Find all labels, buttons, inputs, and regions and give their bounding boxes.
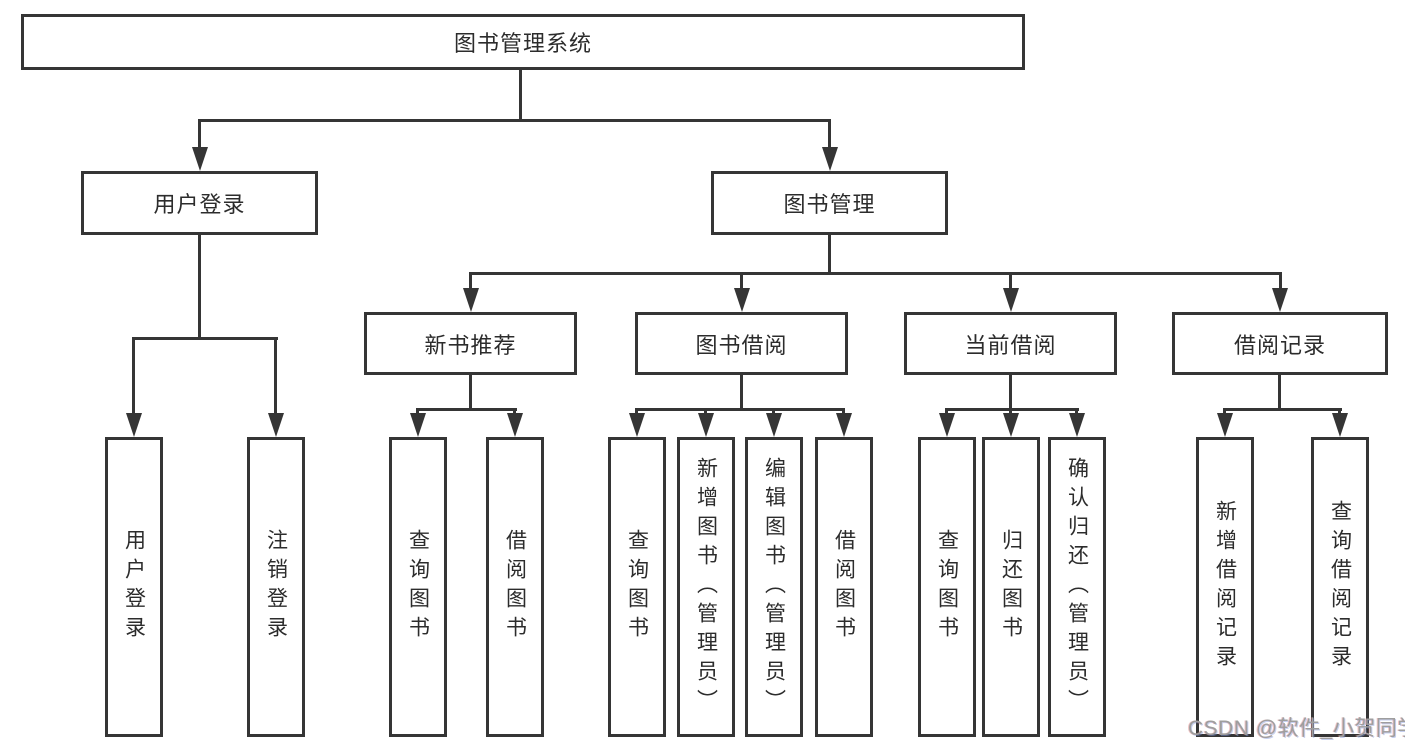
arrowhead-down-icon (1332, 413, 1348, 437)
connector-vline (1075, 408, 1078, 416)
connector-vline (1009, 272, 1012, 288)
arrowhead-down-icon (1217, 413, 1233, 437)
leaf-logout: 注销登录 (247, 437, 305, 737)
node-root-library-system: 图书管理系统 (21, 14, 1025, 70)
connector-hline (416, 408, 517, 411)
leaf-return-books: 归还图书 (982, 437, 1040, 737)
arrowhead-down-icon (463, 288, 479, 312)
node-user-login: 用户登录 (81, 171, 318, 235)
connector-vline (519, 70, 522, 119)
connector-hline (635, 408, 845, 411)
connector-vline (740, 272, 743, 288)
arrowhead-down-icon (734, 288, 750, 312)
connector-vline (1278, 375, 1281, 408)
arrowhead-down-icon (1003, 413, 1019, 437)
csdn-watermark: CSDN @软件_小贺同学 (1188, 717, 1405, 740)
leaf-user-login: 用户登录 (105, 437, 163, 737)
connector-vline (772, 408, 775, 416)
connector-vline (132, 337, 135, 413)
arrowhead-down-icon (822, 147, 838, 171)
arrowhead-down-icon (698, 413, 714, 437)
node-new-book-recommend: 新书推荐 (364, 312, 577, 375)
leaf-query-borrow-record: 查询借阅记录 (1311, 437, 1369, 737)
connector-vline (740, 375, 743, 408)
leaf-borrow-books-recommend: 借阅图书 (486, 437, 544, 737)
arrowhead-down-icon (836, 413, 852, 437)
connector-vline (1279, 272, 1282, 288)
connector-vline (469, 375, 472, 408)
connector-vline (1223, 408, 1226, 416)
connector-vline (635, 408, 638, 416)
arrowhead-down-icon (410, 413, 426, 437)
arrowhead-down-icon (766, 413, 782, 437)
connector-hline (132, 337, 278, 340)
connector-vline (198, 119, 201, 147)
arrowhead-down-icon (268, 413, 284, 437)
connector-vline (842, 408, 845, 416)
connector-vline (945, 408, 948, 416)
connector-vline (1338, 408, 1341, 416)
arrowhead-down-icon (1069, 413, 1085, 437)
connector-hline (945, 408, 1079, 411)
arrowhead-down-icon (192, 147, 208, 171)
leaf-query-books-borrow: 查询图书 (608, 437, 666, 737)
node-book-borrow: 图书借阅 (635, 312, 848, 375)
connector-vline (416, 408, 419, 416)
node-borrow-records: 借阅记录 (1172, 312, 1388, 375)
connector-vline (274, 337, 277, 413)
leaf-query-books-recommend: 查询图书 (389, 437, 447, 737)
connector-hline (1223, 408, 1342, 411)
arrowhead-down-icon (939, 413, 955, 437)
connector-vline (198, 235, 201, 337)
connector-vline (828, 235, 831, 272)
leaf-add-borrow-record: 新增借阅记录 (1196, 437, 1254, 737)
connector-hline (469, 272, 1282, 275)
connector-vline (469, 272, 472, 288)
leaf-add-books-admin: 新增图书（管理员） (677, 437, 735, 737)
connector-hline (198, 119, 831, 122)
connector-vline (828, 119, 831, 147)
connector-vline (1009, 408, 1012, 416)
arrowhead-down-icon (507, 413, 523, 437)
arrowhead-down-icon (1272, 288, 1288, 312)
leaf-edit-books-admin: 编辑图书（管理员） (745, 437, 803, 737)
connector-vline (704, 408, 707, 416)
arrowhead-down-icon (126, 413, 142, 437)
arrowhead-down-icon (1003, 288, 1019, 312)
connector-vline (1009, 375, 1012, 408)
leaf-confirm-return-admin: 确认归还（管理员） (1048, 437, 1106, 737)
arrowhead-down-icon (629, 413, 645, 437)
node-current-borrow: 当前借阅 (904, 312, 1117, 375)
leaf-borrow-books-borrow: 借阅图书 (815, 437, 873, 737)
leaf-query-books-current: 查询图书 (918, 437, 976, 737)
node-book-management: 图书管理 (711, 171, 948, 235)
connector-vline (513, 408, 516, 416)
